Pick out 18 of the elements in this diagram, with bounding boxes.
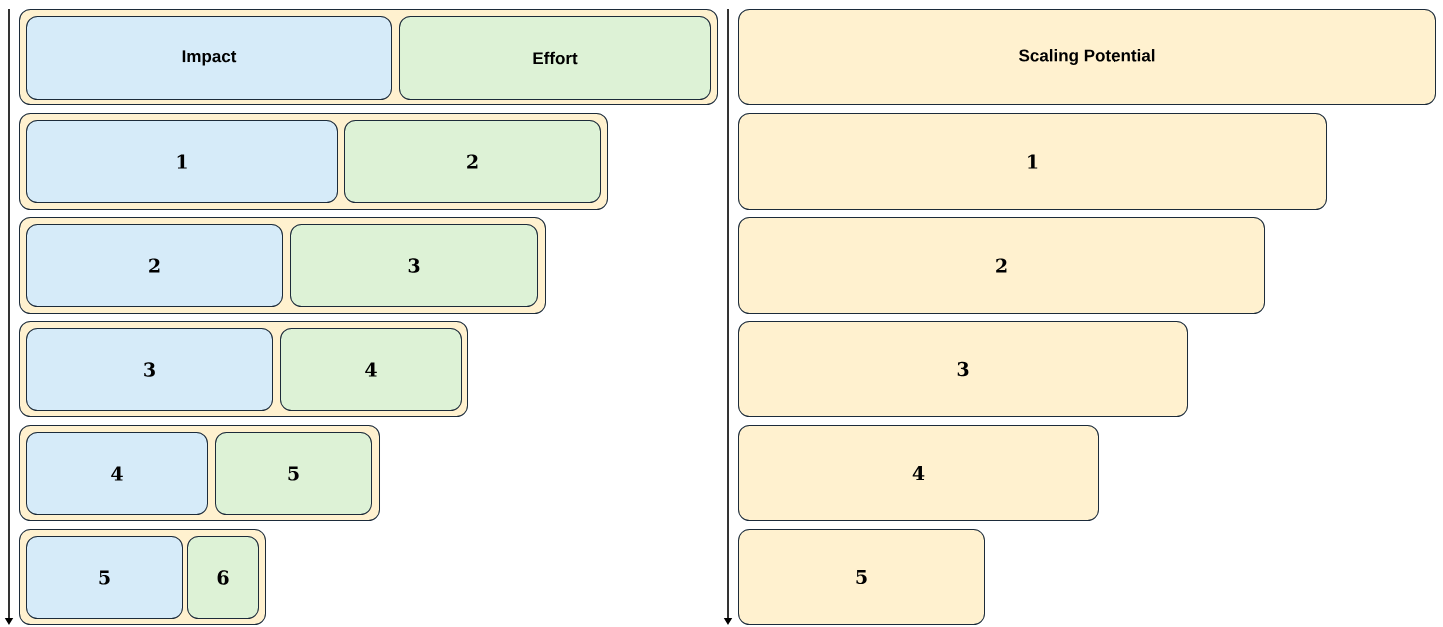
score-box: 5 xyxy=(738,529,985,625)
score-box: 1 xyxy=(26,120,338,203)
header-box: Scaling Potential xyxy=(738,9,1436,105)
score-box: 6 xyxy=(187,536,259,619)
score-box: 3 xyxy=(738,321,1188,417)
score-box: 2 xyxy=(738,217,1265,314)
header-box: Impact xyxy=(26,16,392,100)
score-box: 4 xyxy=(738,425,1099,521)
score-box: 2 xyxy=(26,224,283,307)
score-box: 5 xyxy=(26,536,183,619)
score-box: 1 xyxy=(738,113,1327,210)
score-box: 3 xyxy=(26,328,273,411)
score-box: 4 xyxy=(280,328,462,411)
score-box: 5 xyxy=(215,432,372,515)
score-box: 4 xyxy=(26,432,208,515)
score-box: 3 xyxy=(290,224,538,307)
score-box: 2 xyxy=(344,120,601,203)
header-box: Effort xyxy=(399,16,711,100)
